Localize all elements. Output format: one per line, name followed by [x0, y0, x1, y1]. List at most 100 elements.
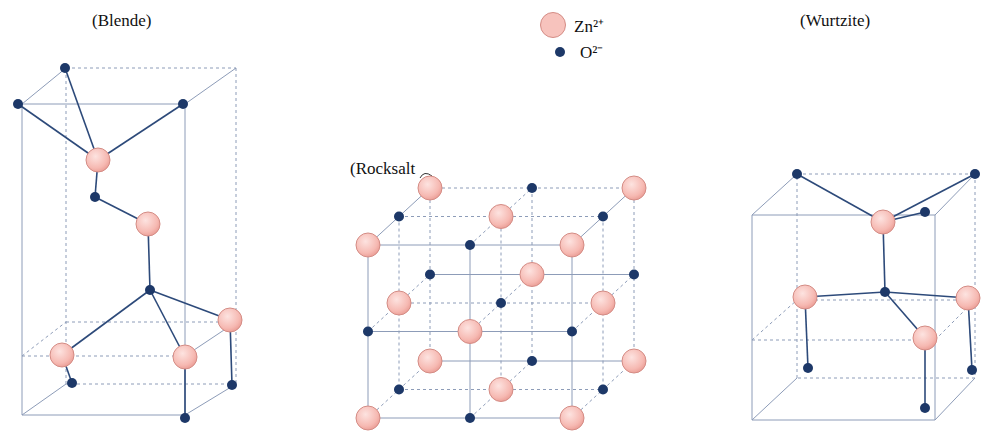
oxygen-ion — [527, 183, 537, 193]
oxygen-ion — [792, 169, 802, 179]
cell-edge-dashed — [975, 174, 976, 378]
oxygen-ion — [803, 363, 813, 373]
oxygen-ion — [363, 327, 373, 337]
oxygen-ion — [629, 270, 639, 280]
cell-edge-dashed — [797, 300, 975, 301]
cell-edge — [797, 174, 883, 222]
zinc-ion — [622, 349, 646, 373]
cell-edge-dashed — [22, 356, 185, 357]
zinc-ion — [387, 291, 411, 315]
cell-edge-dashed — [752, 340, 935, 341]
cell-edge-dashed — [797, 174, 975, 175]
zinc-ion — [218, 308, 242, 332]
cell-edge-dashed — [66, 68, 236, 69]
oxygen-ion — [970, 169, 980, 179]
cell-edge — [752, 174, 797, 215]
cell-edge — [883, 174, 975, 222]
structure-label: (Wurtzite) — [800, 12, 870, 31]
zinc-ion — [489, 205, 513, 229]
legend-swatch — [555, 47, 565, 57]
zinc-ion — [489, 378, 513, 402]
cell-edge — [62, 290, 150, 355]
zinc-ion — [356, 406, 380, 430]
cell-edge-dashed — [66, 322, 236, 323]
legend-text: O²⁻ — [580, 40, 603, 63]
oxygen-ion — [227, 380, 237, 390]
cell-edge — [18, 104, 98, 160]
oxygen-ion — [880, 287, 890, 297]
oxygen-ion — [180, 413, 190, 423]
cell-edge-dashed — [797, 174, 798, 378]
cell-edge — [752, 378, 797, 420]
legend-swatch — [540, 12, 566, 38]
zinc-ion — [793, 285, 817, 309]
oxygen-ion — [527, 356, 537, 366]
cell-edge — [935, 215, 936, 420]
cell-edge — [22, 384, 66, 415]
oxygen-ion — [496, 298, 506, 308]
legend-entry: Zn²⁺ — [540, 12, 604, 38]
cell-edge-dashed — [66, 68, 67, 384]
zinc-ion — [458, 320, 482, 344]
cell-edge — [935, 378, 975, 420]
zinc-ion — [622, 176, 646, 200]
cell-edge — [752, 420, 935, 421]
oxygen-ion — [394, 385, 404, 395]
oxygen-ion — [465, 413, 475, 423]
oxygen-ion — [67, 378, 77, 388]
zinc-ion — [356, 233, 380, 257]
zinc-ion — [520, 263, 544, 287]
oxygen-ion — [920, 403, 930, 413]
cell-edge — [65, 68, 98, 160]
legend-entry: O²⁻ — [548, 40, 603, 63]
zinc-ion — [591, 291, 615, 315]
zinc-ion — [50, 343, 74, 367]
zinc-ion — [913, 326, 937, 350]
zinc-ion — [136, 212, 160, 236]
zinc-ion — [560, 406, 584, 430]
oxygen-ion — [145, 285, 155, 295]
oxygen-ion — [425, 270, 435, 280]
cell-edge — [150, 290, 230, 320]
cell-edge-dashed — [752, 300, 797, 340]
zinc-ion — [956, 286, 980, 310]
cell-edge-dashed — [368, 275, 430, 332]
structure-label: (Rocksalt — [350, 160, 415, 179]
cell-edge — [185, 384, 236, 415]
cell-edge-dashed — [66, 384, 236, 385]
oxygen-ion — [60, 63, 70, 73]
zinc-ion — [86, 148, 110, 172]
zinc-ion — [418, 176, 442, 200]
oxygen-ion — [567, 327, 577, 337]
oxygen-ion — [598, 385, 608, 395]
structure-label: (Blende) — [92, 12, 151, 31]
oxygen-ion — [967, 365, 977, 375]
cell-edge — [22, 415, 185, 416]
cell-edge — [98, 104, 183, 160]
legend-text: Zn²⁺ — [574, 14, 604, 37]
zinc-ion — [173, 345, 197, 369]
oxygen-ion — [920, 207, 930, 217]
oxygen-ion — [465, 240, 475, 250]
zinc-ion — [418, 349, 442, 373]
oxygen-ion — [598, 212, 608, 222]
oxygen-ion — [13, 99, 23, 109]
cell-edge — [935, 174, 975, 215]
cell-edge — [22, 68, 66, 104]
cell-edge-dashed — [470, 275, 532, 332]
cell-edge-dashed — [797, 378, 975, 379]
zinc-ion — [560, 233, 584, 257]
oxygen-ion — [90, 192, 100, 202]
cell-edge — [22, 104, 185, 105]
cell-edge-dashed — [236, 68, 237, 384]
cell-edge-dashed — [368, 361, 430, 418]
zinc-ion — [871, 210, 895, 234]
oxygen-ion — [394, 212, 404, 222]
cell-edge — [752, 215, 753, 420]
oxygen-ion — [178, 99, 188, 109]
cell-edge-dashed — [572, 275, 634, 332]
cell-edge — [22, 104, 23, 415]
cell-edge — [185, 68, 236, 104]
